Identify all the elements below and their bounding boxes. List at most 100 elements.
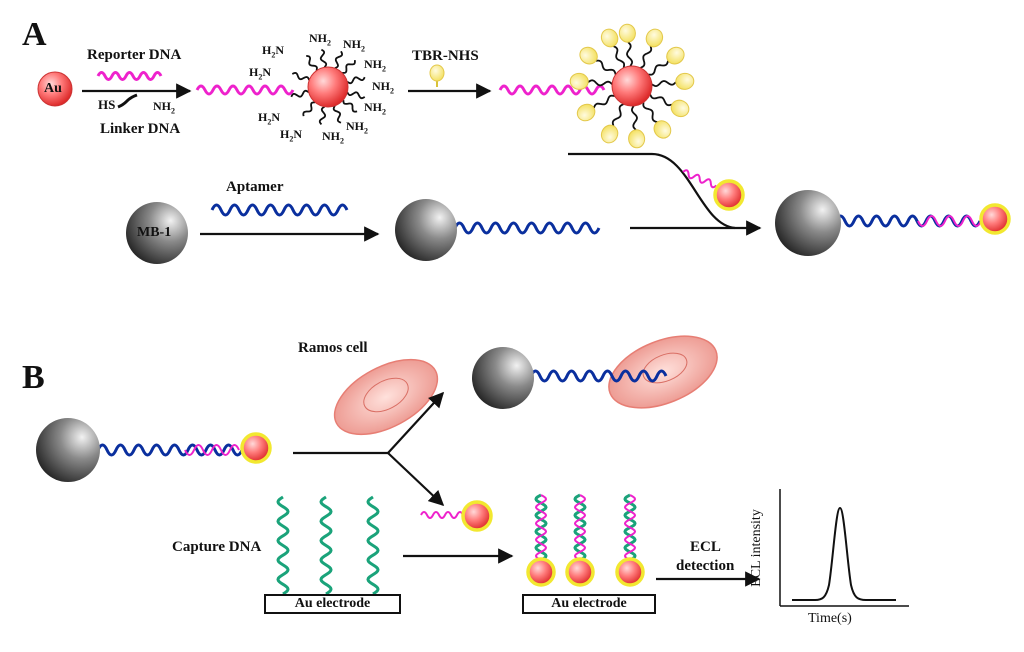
probe-particle-a: [713, 179, 745, 211]
reporter-dna-strand: [96, 71, 163, 81]
arrow-to-cell-complex: [387, 391, 445, 454]
mb1-label: MB-1: [137, 225, 172, 240]
bead-cell-bound: [472, 347, 534, 409]
amine-linker: [318, 105, 326, 125]
signal-particle-b: [240, 432, 272, 464]
bead-final-a: [775, 190, 841, 256]
ecl-y-axis-label: ECL intensity: [749, 509, 764, 587]
tbr-bulb: [569, 72, 589, 90]
tbr-arm: [630, 105, 638, 131]
tbr-bulb: [618, 23, 636, 43]
tbr-arm: [648, 60, 669, 76]
aptamer-complex-b: [96, 443, 244, 457]
amine-linker: [306, 55, 318, 71]
linker-dna-label: Linker DNA: [100, 121, 181, 137]
tbr-bulb: [628, 129, 646, 149]
ramos-cell-bound-nucleus: [642, 352, 688, 384]
linker-nh2-label: NH2: [153, 99, 175, 116]
amine-linker: [346, 91, 366, 100]
released-probe-dna: [420, 511, 464, 519]
au-electrode-2: Au electrode: [522, 594, 656, 614]
ecl-plot: [779, 489, 909, 607]
amine-linker: [319, 48, 328, 68]
reporter-strand-hybrid: [623, 494, 637, 561]
mb1-magnetic-bead: [126, 202, 188, 264]
au-electrode-1: Au electrode: [264, 594, 401, 614]
ramos-cell: [333, 358, 439, 436]
bead-complex-b: [36, 418, 100, 482]
aptamer-cell-bound: [529, 369, 668, 383]
panel-label-b: B: [22, 359, 45, 396]
amine-linker: [290, 89, 310, 98]
tbr-arm: [593, 94, 615, 109]
tbr-labeled-arms: [569, 23, 695, 149]
ramos-cell-label: Ramos cell: [298, 340, 368, 356]
nh2-top: NH2: [309, 31, 331, 48]
capture-dna-strand: [276, 495, 290, 596]
ecl-label-line2: detection: [676, 558, 735, 574]
tbr-bulb: [576, 103, 596, 122]
nh2-right-lower: NH2: [364, 100, 386, 117]
aptamer-on-bead: [453, 221, 601, 235]
tbr-arm: [640, 45, 653, 69]
tbr-labeled-au-particle: [611, 65, 653, 107]
tbr-label-bulb: [429, 64, 445, 82]
electrode-signal-particle: [615, 557, 645, 587]
capture-dna-strand: [319, 495, 333, 596]
amine-linker: [342, 99, 358, 113]
ecl-peak-curve: [792, 506, 896, 601]
released-probe-particle: [461, 500, 493, 532]
amine-linker: [291, 71, 311, 81]
electrode-signal-particle: [565, 557, 595, 587]
panel-label-a: A: [22, 16, 47, 53]
tbr-arm: [587, 79, 613, 87]
tbr-bulb: [645, 28, 664, 48]
tbr-arm: [649, 94, 673, 107]
probe-dna-a: [682, 169, 718, 189]
signal-particle-a: [979, 203, 1011, 235]
nh2-right-upper: NH2: [364, 57, 386, 74]
tbr-bulb: [666, 46, 685, 65]
tbr-arm: [612, 45, 625, 69]
reporter-dna-on-particle: [195, 84, 295, 96]
bead-aptamer-conjugate: [395, 199, 457, 261]
h2n-top-left: H2N: [262, 43, 285, 60]
tbr-bulb: [600, 124, 619, 144]
tbr-bulb: [653, 120, 672, 139]
reporter-strand-hybrid: [534, 494, 548, 561]
amine-linker: [342, 60, 356, 74]
nh2-bottom-right: NH2: [346, 119, 368, 136]
amine-linker: [332, 105, 342, 124]
tbr-arm: [626, 41, 634, 67]
amine-linker: [334, 50, 344, 70]
ecl-label-line1: ECL: [690, 539, 721, 555]
tbr-nhs-label: TBR-NHS: [412, 48, 479, 64]
au-nanoparticle: [37, 71, 73, 107]
tbr-bulb: [675, 72, 695, 90]
capture-dna-label: Capture DNA: [172, 539, 262, 555]
linker-dna-strand: [117, 93, 138, 109]
aptamer-strand-label: [210, 203, 349, 217]
h2n-left: H2N: [249, 65, 272, 82]
electrode-signal-particle: [526, 557, 556, 587]
capture-dna-strands: [276, 495, 380, 596]
tbr-arm: [651, 80, 677, 88]
reporter-strand-hybrid: [573, 494, 587, 561]
merge-line: [568, 152, 736, 230]
functionalized-au-particle: [307, 66, 349, 108]
hybridized-capture-strands: [526, 493, 645, 587]
ecl-x-axis-label: Time(s): [808, 611, 852, 626]
tbr-arm: [642, 102, 658, 123]
hs-label: HS: [98, 97, 116, 112]
nh2-right: NH2: [372, 79, 394, 96]
tbr-bulb: [670, 99, 690, 118]
tbr-arm: [611, 103, 624, 127]
reporter-dna-on-labeled-particle: [498, 84, 606, 96]
aptamer-label: Aptamer: [226, 179, 284, 195]
nh2-top-right: NH2: [343, 37, 365, 54]
ramos-cell-nucleus: [363, 377, 409, 413]
arrow-to-released-probe: [387, 452, 445, 507]
nh2-bottom: NH2: [322, 129, 344, 146]
amine-linker: [302, 101, 316, 117]
